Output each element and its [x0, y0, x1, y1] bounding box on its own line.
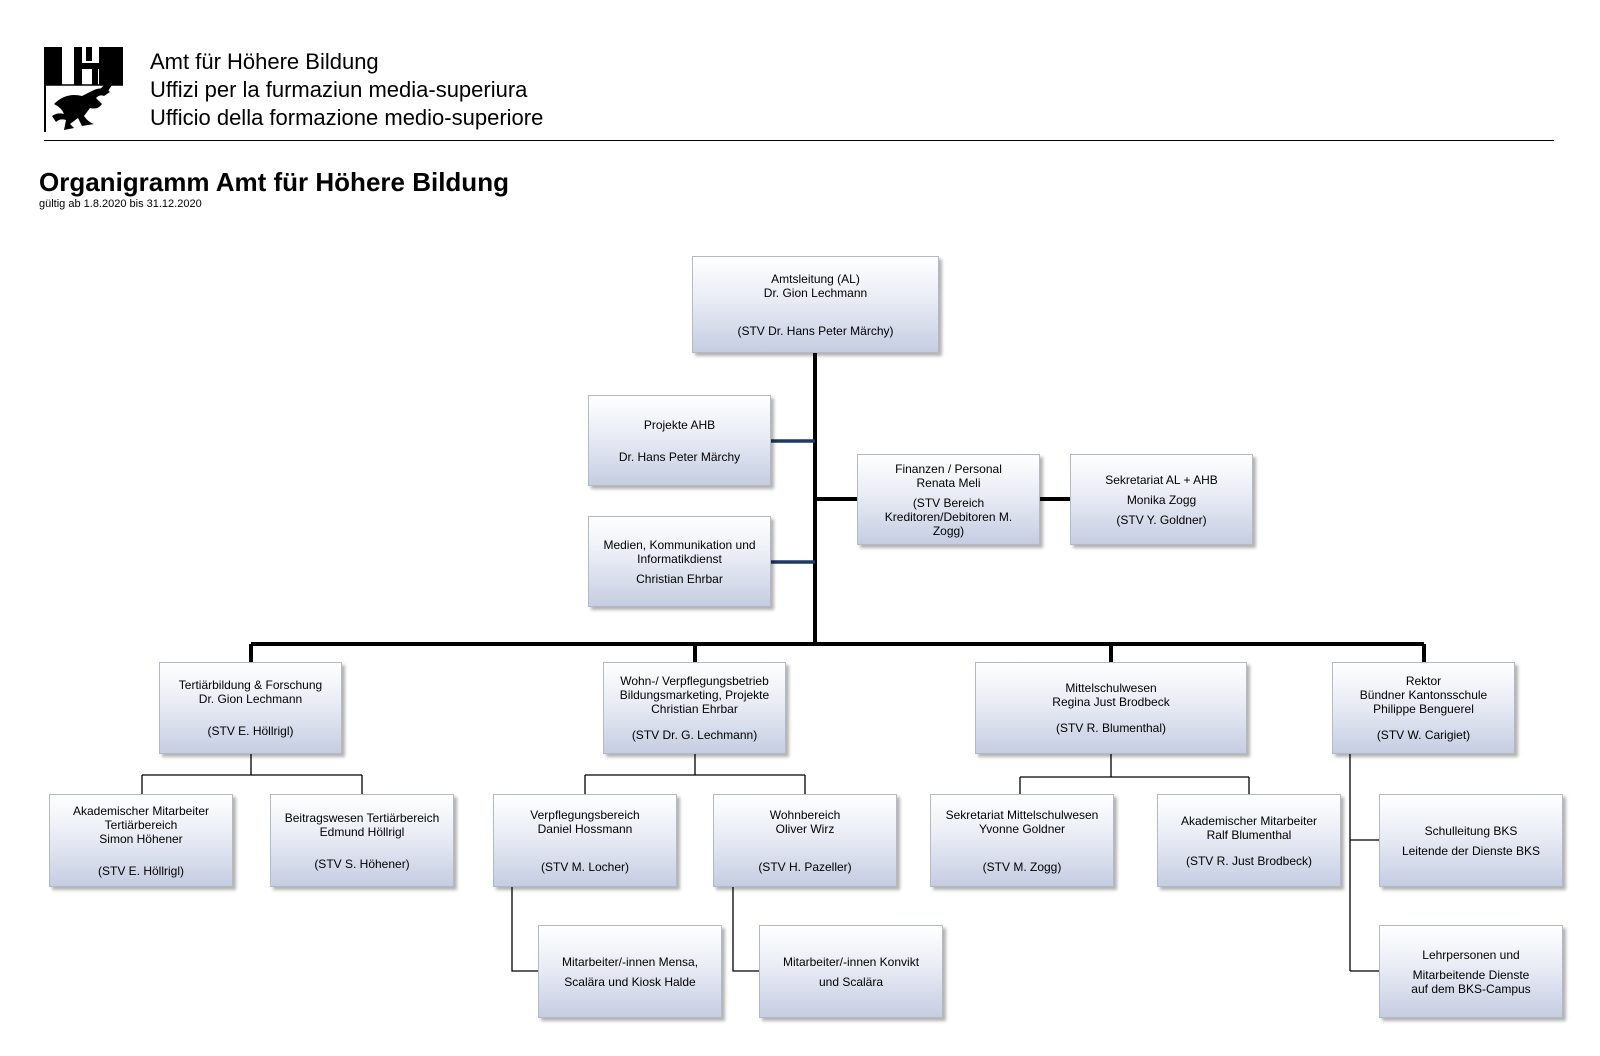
mittelschul-title: Mittelschulwesen: [1065, 681, 1157, 695]
mittelschul-children-lines: [1019, 754, 1250, 794]
wohn-title-line2: Bildungsmarketing, Projekte: [619, 688, 770, 702]
akad-tertiaer-box: Akademischer Mitarbeiter Tertiärbereich …: [49, 794, 233, 887]
sekretariat-mittelschul-title: Sekretariat Mittelschulwesen: [945, 807, 1099, 822]
sekretariat-al-title: Sekretariat AL + AHB: [1105, 472, 1218, 487]
konvikt-staff-line2: und Scalära: [818, 974, 884, 989]
projekte-box: Projekte AHB Dr. Hans Peter Märchy: [588, 395, 771, 486]
finanzen-title: Finanzen / Personal: [895, 461, 1002, 476]
wohn-children-lines: [584, 754, 806, 794]
verpflegung-deputy: (STV M. Locher): [540, 859, 630, 874]
finanzen-name: Renata Meli: [916, 475, 981, 490]
konvikt-staff-box: Mitarbeiter/-innen Konvikt und Scalära: [759, 925, 943, 1018]
wohn-verpflegung-box: Wohn-/ Verpflegungsbetrieb Bildungsmarke…: [603, 662, 786, 754]
sekretariat-al-name: Monika Zogg: [1126, 492, 1197, 507]
rektor-children-lines: [1349, 754, 1379, 972]
finanzen-deputy-line3: Zogg): [932, 523, 965, 538]
beitragswesen-box: Beitragswesen Tertiärbereich Edmund Höll…: [270, 794, 454, 887]
sekretariat-mittelschul-name: Yvonne Goldner: [978, 821, 1066, 836]
akad-mittelschul-name: Ralf Blumenthal: [1206, 827, 1292, 842]
wohnbereich-title: Wohnbereich: [769, 807, 841, 822]
wohn-name: Christian Ehrbar: [651, 702, 738, 716]
wohn-title-line1: Wohn-/ Verpflegungsbetrieb: [620, 674, 769, 688]
schulleitung-box: Schulleitung BKS Leitende der Dienste BK…: [1379, 794, 1563, 887]
beitragswesen-name: Edmund Höllrigl: [319, 824, 405, 839]
finanzen-box: Finanzen / Personal Renata Meli (STV Ber…: [857, 454, 1040, 545]
office-name-romansh: Uffizi per la furmaziun media-superiura: [150, 77, 528, 102]
mensa-staff-line2: Scalära und Kiosk Halde: [564, 974, 696, 989]
medien-box: Medien, Kommunikation und Informatikdien…: [588, 516, 771, 607]
tertiaer-deputy: (STV E. Höllrigl): [207, 724, 294, 738]
sekretariat-al-deputy: (STV Y. Goldner): [1116, 512, 1207, 527]
tertiaer-box: Tertiärbildung & Forschung Dr. Gion Lech…: [159, 662, 342, 754]
mittelschul-deputy: (STV R. Blumenthal): [1055, 721, 1167, 735]
verpflegung-box: Verpflegungsbereich Daniel Hossmann (STV…: [493, 794, 677, 887]
schulleitung-line1: Schulleitung BKS: [1424, 823, 1518, 838]
akad-tertiaer-title-line1: Akademischer Mitarbeiter: [72, 803, 210, 818]
verpflegung-title: Verpflegungsbereich: [530, 807, 640, 822]
beitragswesen-title: Beitragswesen Tertiärbereich: [284, 810, 440, 825]
rektor-name: Philippe Benguerel: [1373, 702, 1474, 716]
verpflegung-mensa-line: [511, 887, 538, 972]
finanzen-deputy-line1: (STV Bereich: [912, 495, 985, 510]
sekretariat-mittelschul-box: Sekretariat Mittelschulwesen Yvonne Gold…: [930, 794, 1114, 887]
lehrpersonen-line1: Lehrpersonen und: [1422, 947, 1520, 962]
akad-mittelschul-box: Akademischer Mitarbeiter Ralf Blumenthal…: [1157, 794, 1341, 887]
lehrpersonen-line3: auf dem BKS-Campus: [1411, 981, 1531, 996]
amtsleitung-deputy: (STV Dr. Hans Peter Märchy): [737, 323, 894, 338]
tertiaer-title: Tertiärbildung & Forschung: [178, 678, 323, 692]
akad-tertiaer-deputy: (STV E. Höllrigl): [97, 863, 184, 878]
projekte-name: Dr. Hans Peter Märchy: [618, 449, 741, 464]
akad-mittelschul-deputy: (STV R. Just Brodbeck): [1185, 853, 1313, 868]
mittelschul-name: Regina Just Brodbeck: [1052, 695, 1170, 709]
lehrpersonen-line2: Mitarbeitende Dienste: [1412, 967, 1530, 982]
wohnbereich-deputy: (STV H. Pazeller): [758, 859, 852, 874]
wohnbereich-box: Wohnbereich Oliver Wirz (STV H. Pazeller…: [713, 794, 897, 887]
akad-tertiaer-title-line2: Tertiärbereich: [104, 817, 178, 832]
schulleitung-line2: Leitende der Dienste BKS: [1401, 843, 1541, 858]
rektor-title-line2: Bündner Kantonsschule: [1359, 688, 1488, 702]
akad-tertiaer-name: Simon Höhener: [99, 831, 183, 846]
canton-graubuenden-coat-of-arms-logo: [44, 46, 124, 133]
mittelschul-box: Mittelschulwesen Regina Just Brodbeck (S…: [975, 662, 1247, 754]
medien-name: Christian Ehrbar: [636, 571, 723, 586]
beitragswesen-deputy: (STV S. Höhener): [314, 856, 410, 871]
amtsleitung-title: Amtsleitung (AL): [771, 271, 860, 286]
wohnbereich-name: Oliver Wirz: [775, 821, 835, 836]
wohn-deputy: (STV Dr. G. Lechmann): [631, 728, 758, 742]
header-divider: [44, 140, 1554, 141]
page-title: Organigramm Amt für Höhere Bildung: [39, 167, 509, 197]
tertiaer-name: Dr. Gion Lechmann: [198, 692, 303, 706]
validity-period: gültig ab 1.8.2020 bis 31.12.2020: [39, 198, 202, 210]
office-name-german: Amt für Höhere Bildung: [150, 49, 379, 74]
akad-mittelschul-title: Akademischer Mitarbeiter: [1180, 813, 1318, 828]
konvikt-staff-line1: Mitarbeiter/-innen Konvikt: [782, 954, 920, 969]
finanzen-deputy-line2: Kreditoren/Debitoren M.: [884, 509, 1013, 524]
amtsleitung-name: Dr. Gion Lechmann: [763, 285, 868, 300]
sekretariat-al-box: Sekretariat AL + AHB Monika Zogg (STV Y.…: [1070, 454, 1253, 545]
lehrpersonen-box: Lehrpersonen und Mitarbeitende Dienste a…: [1379, 925, 1563, 1018]
amtsleitung-box: Amtsleitung (AL) Dr. Gion Lechmann (STV …: [692, 256, 939, 353]
verpflegung-name: Daniel Hossmann: [537, 821, 633, 836]
wohnbereich-konvikt-line: [732, 887, 759, 972]
medien-title-line2: Informatikdienst: [637, 551, 722, 566]
rektor-title-line1: Rektor: [1405, 674, 1442, 688]
medien-title-line1: Medien, Kommunikation und: [603, 537, 756, 552]
rektor-deputy: (STV W. Carigiet): [1376, 728, 1471, 742]
office-name-italian: Ufficio della formazione medio-superiore: [150, 105, 544, 130]
sekretariat-mittelschul-deputy: (STV M. Zogg): [982, 859, 1062, 874]
tertiaer-children-lines: [141, 754, 363, 794]
mensa-staff-box: Mitarbeiter/-innen Mensa, Scalära und Ki…: [538, 925, 722, 1018]
rektor-box: Rektor Bündner Kantonsschule Philippe Be…: [1332, 662, 1515, 754]
mensa-staff-line1: Mitarbeiter/-innen Mensa,: [561, 954, 699, 969]
projekte-title: Projekte AHB: [643, 417, 716, 432]
